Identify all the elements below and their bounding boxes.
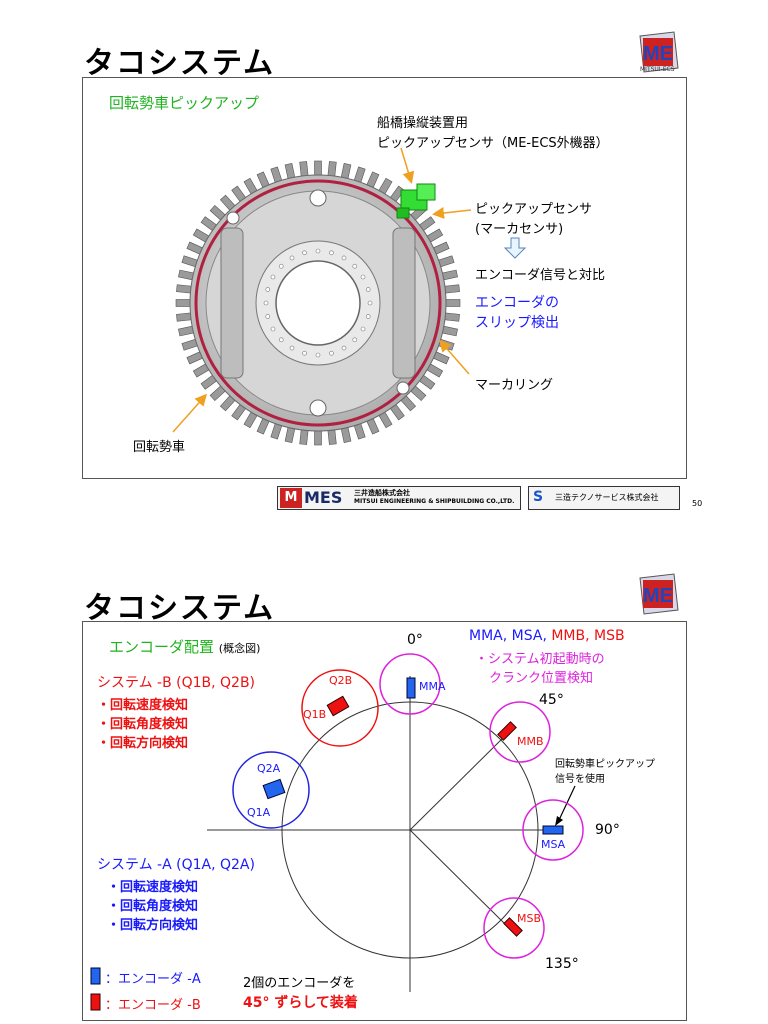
slide2-heading: エンコーダ配置 (概念図) <box>109 636 260 657</box>
slide2-heading-text: エンコーダ配置 <box>109 638 215 656</box>
slide2-title: タコシステム <box>84 591 276 626</box>
mes-company-en: MITSUI ENGINEERING & SHIPBUILDING CO.,LT… <box>354 498 515 505</box>
system-a-title: システム -A (Q1A, Q2A) <box>97 857 255 873</box>
mm-line2: クランク位置検知 <box>489 671 594 686</box>
mes-company-jp: 三井造船株式会社 <box>354 489 410 497</box>
mm-title-red: MMB, MSB <box>551 628 625 644</box>
gear-illustration <box>175 160 461 446</box>
label-q1b: Q1B <box>303 708 327 721</box>
mm-title: MMA, MSA, MMB, MSB <box>469 628 625 644</box>
angle-0-label: 0° <box>407 632 423 648</box>
pickup-sensor-icon <box>396 183 436 219</box>
slide1-frame: 回転勢車ピックアップ <box>82 77 687 479</box>
angle-90-label: 90° <box>595 822 620 838</box>
callout-slip-line2: スリップ検出 <box>475 315 559 331</box>
slide1-heading: 回転勢車ピックアップ <box>109 94 260 112</box>
mount-line2: 45° ずらして装着 <box>243 995 358 1011</box>
pickup-note-line1: 回転勢車ピックアップ <box>555 759 655 770</box>
callout-top-line1: 船橋操縦装置用 <box>377 116 469 131</box>
legend-encoder-a: ：エンコーダ -A <box>105 972 201 987</box>
me-logo: ME MITSUI-ECS <box>634 30 682 76</box>
system-b-item-3: ・回転方向検知 <box>97 736 189 751</box>
mm-title-blue: MMA, MSA, <box>469 628 547 644</box>
system-a-item-3: ・回転方向検知 <box>107 918 199 933</box>
callout-wheel: 回転勢車 <box>133 440 186 455</box>
label-mmb: MMB <box>517 735 544 748</box>
system-b-title: システム -B (Q1B, Q2B) <box>97 675 256 691</box>
techno-footer-logo: S 三造テクノサービス株式会社 <box>528 486 680 510</box>
system-b-item-1: ・回転速度検知 <box>97 698 189 713</box>
svg-text:ME: ME <box>643 43 673 65</box>
mes-mark-icon: M <box>280 488 302 508</box>
callout-compare: エンコーダ信号と対比 <box>475 268 606 283</box>
callout-ring: マーカリング <box>475 378 554 393</box>
callout-arrows <box>172 147 527 433</box>
callout-sensor-line2: (マーカセンサ) <box>475 222 564 237</box>
encoder-diagram <box>90 653 584 1011</box>
techno-mark-icon: S <box>533 489 544 505</box>
mm-line1: ・システム初起動時の <box>475 652 605 667</box>
angle-135-label: 135° <box>545 956 579 972</box>
system-a-item-2: ・回転角度検知 <box>107 899 199 914</box>
techno-company: 三造テクノサービス株式会社 <box>555 493 659 502</box>
svg-text:ME: ME <box>643 585 673 607</box>
label-q2a: Q2A <box>257 762 281 775</box>
slide1-title: タコシステム <box>84 46 276 81</box>
me-logo-sub: MITSUI-ECS <box>640 66 675 73</box>
mes-footer-logo: M MES 三井造船株式会社 MITSUI ENGINEERING & SHIP… <box>277 486 521 510</box>
label-msb: MSB <box>517 912 542 925</box>
system-a-item-1: ・回転速度検知 <box>107 880 199 895</box>
callout-sensor-line1: ピックアップセンサ <box>475 202 593 217</box>
legend-encoder-b: ：エンコーダ -B <box>105 998 201 1013</box>
me-logo-2: ME <box>634 572 682 618</box>
pickup-note-line2: 信号を使用 <box>555 774 605 785</box>
system-b-item-2: ・回転角度検知 <box>97 717 189 732</box>
label-mma: MMA <box>419 680 446 693</box>
label-msa: MSA <box>541 838 566 851</box>
mount-line1: 2個のエンコーダを <box>243 976 356 991</box>
callout-top-line2: ピックアップセンサ（ME-ECS外機器） <box>377 136 609 151</box>
callout-slip-line1: エンコーダの <box>475 295 559 311</box>
slide2-heading-note: (概念図) <box>218 642 261 655</box>
mes-logo-text: MES <box>304 488 343 507</box>
page-number: 50 <box>692 499 703 508</box>
label-q1a: Q1A <box>247 806 271 819</box>
angle-45-label: 45° <box>539 692 564 708</box>
slide2-frame: エンコーダ配置 (概念図) システム -B (Q1B, Q2B) ・回転速度検知… <box>82 621 687 1021</box>
label-q2b: Q2B <box>329 674 353 687</box>
